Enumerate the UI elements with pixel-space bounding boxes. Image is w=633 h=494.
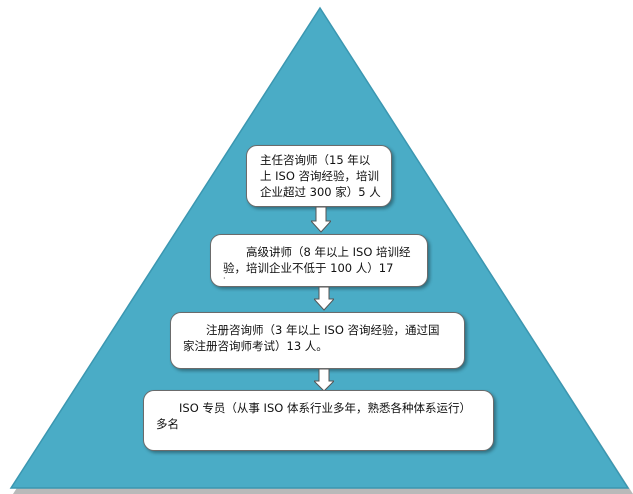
down-arrow-icon bbox=[314, 369, 334, 392]
tier-line: 验，培训企业不低于 100 人）17 bbox=[223, 261, 394, 275]
tier-box-senior-lecturer: 高级讲师（8 年以上 ISO 培训经 验，培训企业不低于 100 人）17 · bbox=[210, 234, 428, 287]
tier-box-iso-specialist: ISO 专员（从事 ISO 体系行业多年，熟悉各种体系运行） 多名 bbox=[143, 390, 494, 451]
tier-line: 上 ISO 咨询经验，培训 bbox=[260, 169, 380, 183]
tier-line: 高级讲师（8 年以上 ISO 培训经 bbox=[223, 245, 411, 259]
tier-box-registered-consultant: 注册咨询师（3 年以上 ISO 咨询经验，通过国 家注册咨询师考试）13 人。 bbox=[170, 312, 465, 369]
tier-line: 注册咨询师（3 年以上 ISO 咨询经验，通过国 bbox=[183, 323, 440, 337]
tier-line: 主任咨询师（15 年以 bbox=[260, 153, 371, 167]
tier-line: ISO 专员（从事 ISO 体系行业多年，熟悉各种体系运行） bbox=[156, 401, 471, 415]
tier-line: 家注册咨询师考试）13 人。 bbox=[183, 339, 328, 353]
tier-line: 多名 bbox=[156, 417, 179, 431]
tier-box-principal-consultant: 主任咨询师（15 年以 上 ISO 咨询经验，培训 企业超过 300 家）5 人 bbox=[246, 145, 392, 207]
tier-line: 企业超过 300 家）5 人 bbox=[260, 185, 381, 199]
tier-line: · bbox=[223, 274, 226, 283]
down-arrow-icon bbox=[314, 287, 334, 311]
down-arrow-icon bbox=[311, 207, 331, 233]
